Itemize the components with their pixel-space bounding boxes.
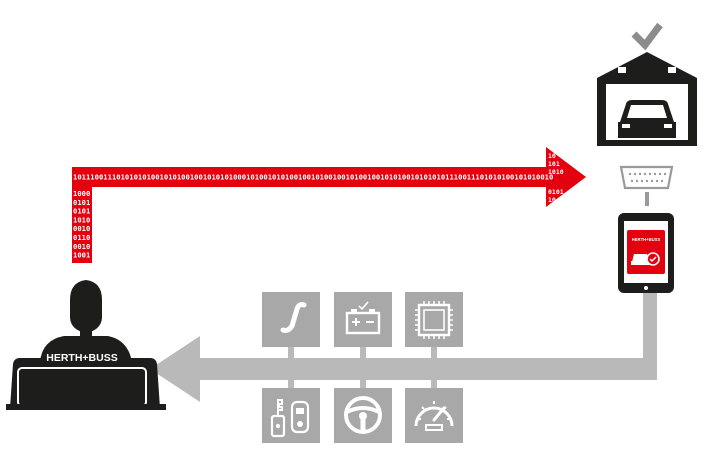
- microchip-icon: [415, 301, 453, 339]
- obd-connector-icon: [619, 165, 674, 206]
- svg-text:10: 10: [548, 152, 556, 160]
- binary-arrowhead: 10 101 1010 0101 10: [548, 152, 564, 204]
- data-stream-arrow: 1011100111010101010010101001001010101000…: [72, 147, 636, 263]
- binary-vertical-row: 1010: [73, 215, 90, 224]
- exhaust-pipe-icon: [280, 302, 307, 333]
- tile-battery: [334, 292, 392, 347]
- return-arrow: [150, 290, 657, 402]
- binary-vertical-row: 0110: [73, 233, 90, 242]
- speedometer-icon: [414, 401, 454, 431]
- laptop-icon: HERTH+BUSS: [6, 352, 166, 410]
- tile-speedo: [405, 388, 463, 443]
- car-key-icon: [270, 399, 310, 438]
- checkmark-icon: [631, 22, 663, 51]
- tile-connectors: [288, 346, 437, 390]
- svg-text:0101: 0101: [548, 188, 564, 196]
- svg-text:1010: 1010: [548, 168, 564, 176]
- binary-vertical-row: 0101: [73, 198, 90, 207]
- svg-text:101: 101: [548, 160, 560, 168]
- car-icon: [618, 100, 676, 138]
- system-tiles: [262, 292, 463, 443]
- car-check-icon: [631, 252, 660, 266]
- car-battery-icon: [345, 301, 381, 335]
- binary-vertical-row: 0010: [73, 224, 90, 233]
- binary-vertical-row: 0101: [73, 207, 90, 216]
- binary-vertical-row: 1000: [73, 189, 90, 198]
- binary-vertical-row: 0010: [73, 242, 90, 251]
- svg-text:10: 10: [548, 196, 556, 204]
- garage-icon: [597, 52, 697, 146]
- laptop-brand-logo: HERTH+BUSS: [46, 352, 117, 364]
- tablet-brand-logo: HERTH+BUSS: [632, 237, 661, 242]
- steering-wheel-icon: [344, 396, 382, 434]
- tablet-icon: HERTH+BUSS: [618, 213, 674, 293]
- binary-stream-horizontal: 1011100111010101010010101001001010101000…: [73, 173, 636, 182]
- wrench-icon: [618, 63, 676, 77]
- tile-exhaust: [262, 292, 320, 347]
- binary-vertical-row: 1001: [73, 251, 90, 260]
